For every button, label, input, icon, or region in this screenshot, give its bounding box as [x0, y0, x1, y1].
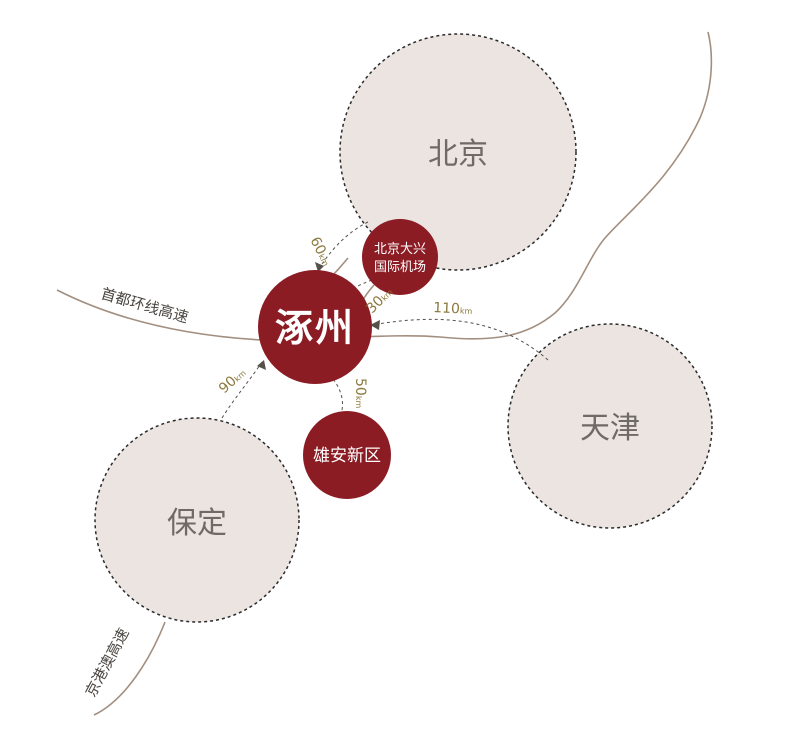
distance-line-beijing: [317, 221, 369, 271]
zhuozhou-label: 涿州: [275, 306, 355, 350]
distance-line-tianjin: [371, 318, 549, 361]
xiongan-circle: [303, 411, 391, 499]
arrow-head-icon: [257, 360, 266, 370]
distance-unit: km: [460, 306, 473, 316]
xiongan-label: 雄安新区: [313, 446, 381, 466]
ring-expressway-road: [56, 31, 713, 341]
svg-text:50km: 50km: [352, 378, 368, 408]
jinggang-expressway-label: 京港澳高速: [82, 625, 133, 700]
distance-unit: km: [354, 396, 363, 409]
arrow-head-icon: [315, 262, 324, 272]
distance-value: 60: [306, 234, 328, 257]
beijing-label: 北京: [428, 137, 488, 172]
svg-text:60km: 60km: [306, 234, 334, 268]
distance-label-tianjin: 110km: [433, 300, 473, 318]
airport-label-line2: 国际机场: [374, 260, 426, 275]
airport-label-line1: 北京大兴: [374, 242, 426, 257]
tianjin-circle: [507, 323, 713, 529]
arrow-head-icon: [370, 320, 380, 330]
baoding-circle: [94, 417, 300, 623]
ring-expressway-label: 首都环线高速: [99, 285, 190, 327]
baoding-label: 保定: [167, 506, 227, 541]
svg-text:90km: 90km: [216, 365, 249, 397]
distance-label-baoding: 90km: [216, 365, 249, 397]
distance-line-baoding: [221, 361, 263, 419]
airport-circle: [362, 219, 438, 295]
distance-value: 50: [352, 378, 368, 396]
distance-label-xiongan: 50km: [352, 378, 368, 408]
distance-value: 110: [433, 300, 461, 317]
tianjin-label: 天津: [580, 411, 640, 446]
distance-label-beijing: 60km: [306, 234, 334, 268]
beijing-circle: [339, 33, 577, 271]
zhuozhou-circle: [258, 270, 372, 384]
jinggang-expressway-road: [93, 621, 166, 716]
svg-text:110km: 110km: [433, 300, 473, 318]
